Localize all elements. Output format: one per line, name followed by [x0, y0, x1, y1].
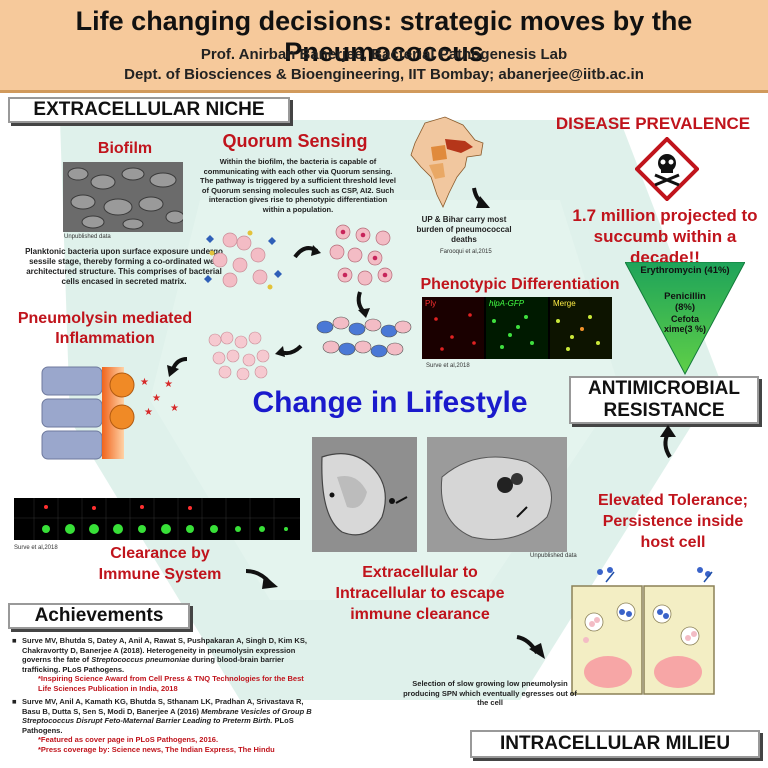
panel-ply: Ply: [422, 297, 484, 359]
achievement-2-note-1: *Featured as cover page in PLoS Pathogen…: [38, 735, 219, 744]
map-caption: UP & Bihar carry most burden of pneumoco…: [416, 215, 512, 244]
achievement-1-italic: Streptococcus pneumoniae: [91, 655, 190, 664]
achievement-2-note-2: *Press coverage by: Science news, The In…: [38, 744, 275, 754]
panel-hlpa-label: hlpA-GFP: [489, 299, 525, 308]
escape-title-line1: Extracellular to: [362, 564, 478, 581]
phenotypic-dots: [434, 313, 600, 351]
svg-text:★: ★: [144, 407, 153, 418]
resistance-triangle: [625, 262, 745, 376]
arrow-right-1: [293, 245, 321, 259]
achievement-1-rest: during blood-brain barrier trafficking. …: [22, 655, 285, 674]
arrow-down-right-intracellular: [516, 635, 545, 659]
phenotypic-differentiation-title: Phenotypic Differentiation: [420, 276, 620, 293]
clearance-title-line1: Clearance by: [110, 545, 210, 562]
resistance-item-cefotaxime: Cefota xime(3 %): [663, 314, 707, 334]
tem-image-left: [312, 437, 417, 552]
svg-text:★: ★: [170, 403, 179, 414]
change-in-lifestyle-title: Change in Lifestyle: [252, 386, 528, 419]
biofilm-description: Planktonic bacteria upon surface exposur…: [25, 247, 223, 286]
svg-text:★: ★: [152, 393, 161, 404]
panel-merge-label: Merge: [553, 299, 576, 308]
achievement-1-citation: ■ Surve MV, Bhutda S, Datey A, Anil A, R…: [10, 636, 318, 674]
amr-line2: RESISTANCE: [603, 400, 725, 421]
arrow-down-1: [356, 291, 370, 318]
arrow-right-clearance: [245, 569, 278, 589]
achievements-label: Achievements: [34, 605, 164, 626]
phenotypic-citation: Surve et al,2018: [426, 363, 470, 369]
tem-image-right: [427, 437, 567, 552]
achievement-2-rest: PLoS Pathogens.: [22, 716, 294, 735]
antimicrobial-resistance-banner: ANTIMICROBIAL RESISTANCE: [569, 376, 759, 424]
tolerance-title-line1: Elevated Tolerance;: [598, 492, 748, 509]
host-cell-inflammation-illustration: ★ ★ ★ ★ ★: [41, 366, 179, 460]
achievement-1-award: *Inspiring Science Award from Cell Press…: [38, 674, 304, 693]
poster-header: Life changing decisions: strategic moves…: [0, 0, 768, 93]
lysed-bacteria-illustration: [208, 331, 270, 380]
clearance-microscopy-dots: [14, 498, 300, 540]
planktonic-bacteria-illustration: [204, 230, 282, 290]
disease-prevalence-title: DISEASE PREVALENCE: [555, 114, 751, 133]
arrow-up-amr: [660, 425, 676, 459]
projection-text: 1.7 million projected to succumb within …: [572, 206, 758, 267]
intracellular-host-cells: [571, 567, 715, 695]
biofilm-title: Biofilm: [97, 140, 153, 157]
bullet-2: ■: [12, 697, 17, 706]
pneumolysin-title-line2: Inflammation: [55, 330, 155, 347]
map-citation: Farooqui et al,2015: [440, 249, 492, 255]
author-line: Prof. Anirban Banerjee, Bacterial Pathog…: [200, 46, 568, 63]
achievement-2-italic: Membrane Vesicles of Group B Streptococc…: [22, 706, 312, 726]
achievement-1-authors: Surve MV, Bhutda S, Datey A, Anil A, Raw…: [22, 636, 307, 664]
achievement-2-authors: Surve MV, Anil A, Kamath KG, Bhutda S, S…: [22, 697, 304, 716]
selection-text: Selection of slow growing low pneumolysi…: [403, 679, 577, 707]
poster-title: Life changing decisions: strategic moves…: [75, 6, 693, 67]
intracellular-milieu-banner: INTRACELLULAR MILIEU: [470, 730, 760, 758]
escape-title-line2: Intracellular to escape: [335, 585, 505, 602]
biofilm-sem-image: [63, 162, 183, 232]
differentiated-bacteria-illustration: [316, 316, 412, 358]
amr-line1: ANTIMICROBIAL: [588, 378, 740, 399]
clearance-citation: Surve et al,2018: [14, 545, 58, 551]
achievement-item-1: ■ Surve MV, Bhutda S, Datey A, Anil A, R…: [10, 636, 318, 693]
extracellular-niche-label: EXTRACELLULAR NICHE: [33, 99, 265, 120]
hazard-skull-icon: [635, 137, 699, 201]
svg-text:★: ★: [164, 379, 173, 390]
arrow-left-1: [275, 344, 303, 357]
achievement-item-2: ■ Surve MV, Anil A, Kamath KG, Bhutda S,…: [10, 697, 318, 754]
achievements-banner: Achievements: [8, 603, 190, 629]
panel-ply-label: Ply: [425, 299, 437, 308]
quorum-sensing-description: Within the biofilm, the bacteria is capa…: [200, 157, 396, 214]
extracellular-niche-banner: EXTRACELLULAR NICHE: [8, 97, 290, 123]
resistance-item-erythromycin: Erythromycin (41%): [640, 265, 730, 276]
pneumolysin-title-line1: Pneumolysin mediated: [17, 310, 193, 327]
svg-text:★: ★: [140, 377, 149, 388]
bullet-1: ■: [12, 636, 17, 645]
department-line: Dept. of Biosciences & Bioengineering, I…: [124, 66, 644, 83]
resistance-item-penicillin: Penicillin (8%): [664, 291, 706, 313]
escape-title-line3: immune clearance: [350, 606, 490, 623]
tem-image-caption: Unpublished data: [530, 553, 577, 559]
clearance-title-line2: Immune System: [98, 566, 222, 583]
arrow-down-left: [167, 357, 188, 377]
achievement-2-citation: ■ Surve MV, Anil A, Kamath KG, Bhutda S,…: [10, 697, 318, 735]
india-burden-map: [410, 116, 484, 208]
tolerance-title-line2: Persistence inside: [602, 513, 744, 530]
quorum-sensing-title: Quorum Sensing: [222, 131, 368, 151]
clearance-microscopy-strip: [14, 498, 300, 540]
tolerance-title-line3: host cell: [640, 534, 706, 551]
intracellular-milieu-label: INTRACELLULAR MILIEU: [499, 733, 731, 754]
quorum-bacteria-illustration: [329, 224, 393, 286]
biofilm-image-caption: Unpublished data: [64, 234, 111, 240]
arrow-down-map: [472, 187, 490, 208]
